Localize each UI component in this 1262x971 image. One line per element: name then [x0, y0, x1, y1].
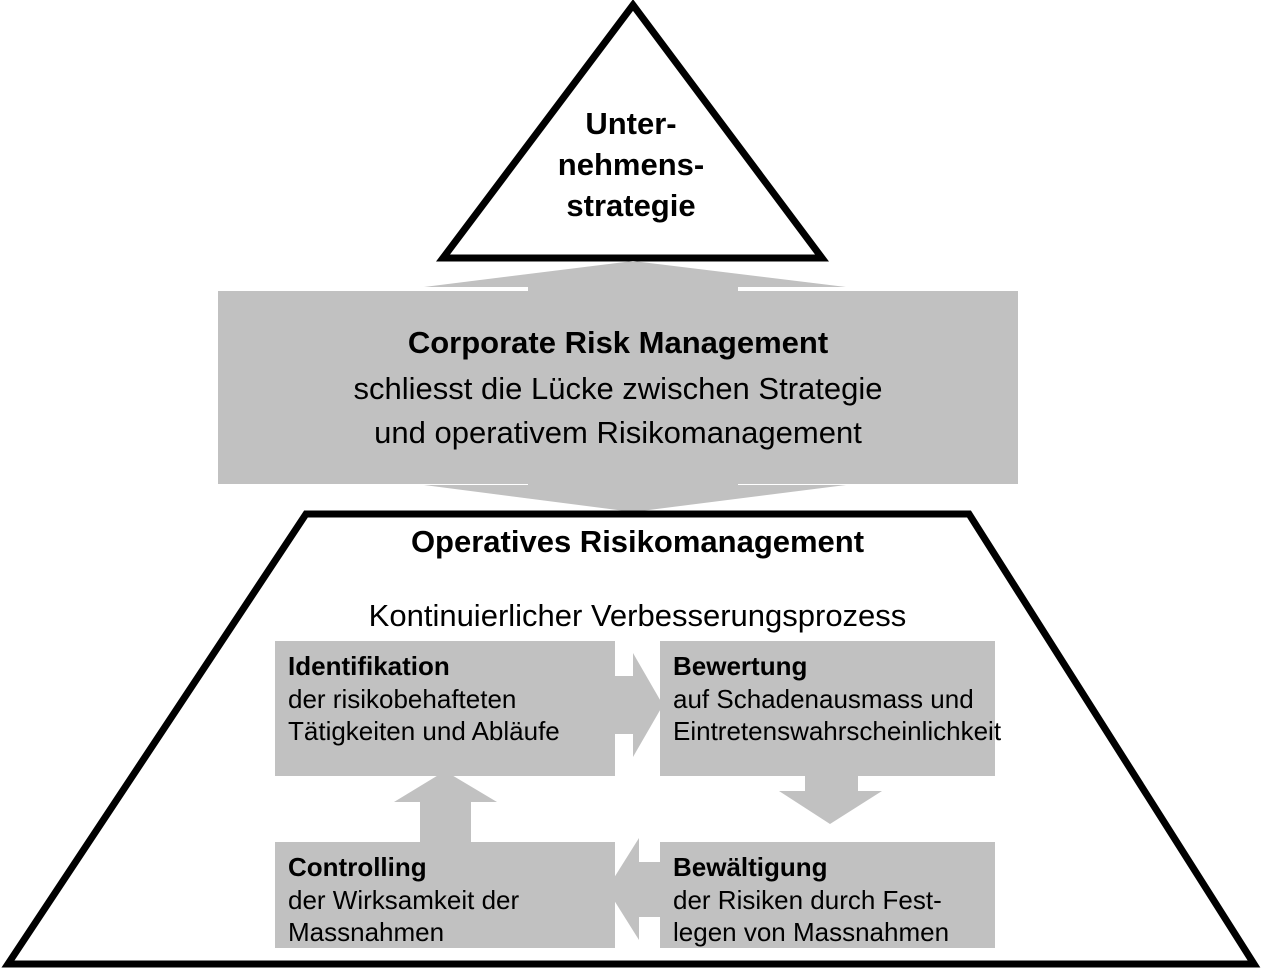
continuous-improvement-subtitle: Kontinuierlicher Verbesserungsprozess [368, 598, 907, 633]
process-box-description: auf Schadenausmass und Eintretenswahrsch… [673, 683, 1002, 747]
arrow-down-to-operations-icon [424, 481, 846, 512]
corporate-risk-management-band[interactable] [218, 291, 1018, 484]
corporate-risk-management-line-1: schliesst die Lücke zwischen Strategie [353, 371, 883, 406]
process-box-title: Identifikation [288, 651, 450, 681]
arrow-left-bewaeltigung-controlling-icon [607, 838, 660, 940]
process-box-identifikation[interactable]: Identifikation der risikobehafteten Täti… [275, 641, 615, 776]
corporate-risk-management-line-2: und operativem Risikomanagement [374, 415, 862, 450]
process-box-title: Bewertung [673, 651, 808, 681]
arrow-down-bewertung-bewaeltigung-icon [779, 774, 882, 824]
operational-risk-title: Operatives Risikomanagement [410, 524, 865, 559]
process-box-description: der risikobehafteten Tätigkeiten und Abl… [288, 683, 560, 747]
strategy-triangle-label: Unter- nehmens- strategie [557, 106, 705, 223]
arrow-up-controlling-identifikation-icon [394, 771, 497, 845]
arrow-right-identifikation-bewertung-icon [612, 653, 663, 757]
process-box-title: Controlling [288, 852, 427, 882]
process-box-description: der Wirksamkeit der Massnahmen [288, 884, 520, 948]
process-box-description: der Risiken durch Fest- legen von Massna… [673, 884, 950, 948]
corporate-risk-management-title: Corporate Risk Management [407, 325, 829, 360]
process-box-bewaeltigung[interactable]: Bewältigung der Risiken durch Fest- lege… [660, 842, 995, 948]
strategy-triangle[interactable] [435, 0, 829, 262]
process-box-controlling[interactable]: Controlling der Wirksamkeit der Massnahm… [275, 842, 615, 948]
process-box-bewertung[interactable]: Bewertung auf Schadenausmass und Eintret… [660, 641, 1002, 776]
arrow-up-to-strategy-icon [424, 261, 846, 292]
process-box-title: Bewältigung [673, 852, 828, 882]
